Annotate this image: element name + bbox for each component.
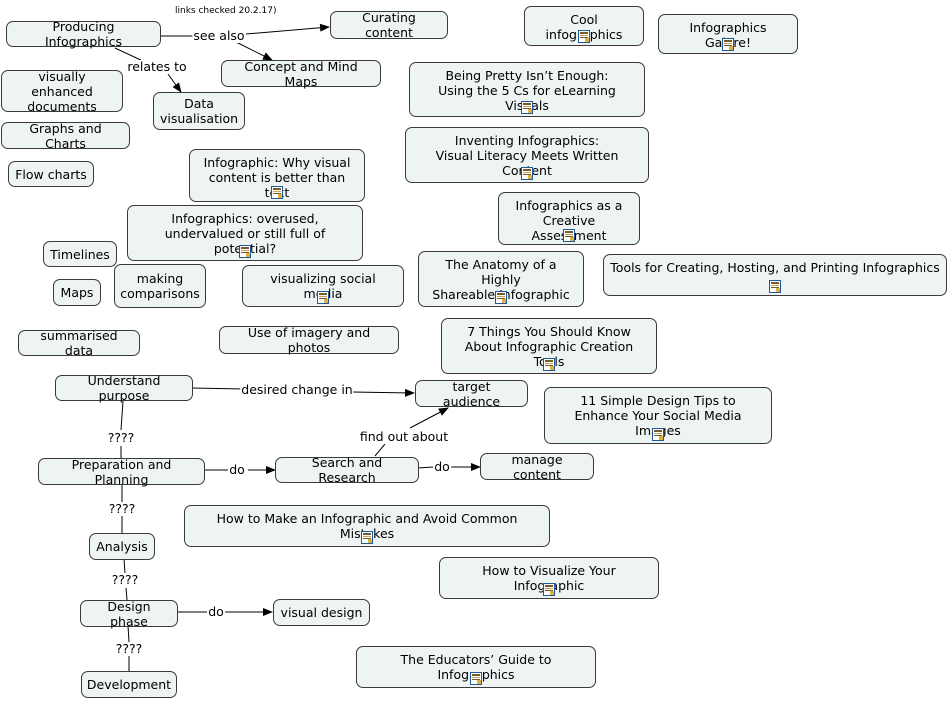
link-do-2: do	[433, 459, 451, 474]
resource-social-media[interactable]: visualizing social media	[242, 265, 404, 307]
edge-analysis-q3	[123, 558, 126, 574]
edge-understand-desired	[191, 387, 244, 390]
document-icon[interactable]	[239, 245, 251, 258]
resource-title: The Educators’ Guide to Infographics	[400, 652, 552, 682]
links-checked-note: links checked 20.2.17)	[175, 6, 277, 16]
document-icon[interactable]	[521, 167, 533, 180]
resource-title: 7 Things You Should Know About Infograph…	[464, 324, 634, 369]
node-summarised-data[interactable]: summarised data	[18, 328, 140, 358]
resource-title: Being Pretty Isn’t Enough: Using the 5 C…	[438, 68, 616, 113]
link-do-3: do	[207, 604, 225, 619]
node-search-research[interactable]: Search and Research	[275, 455, 419, 485]
link-do-1: do	[228, 462, 246, 477]
edge-search-do2	[417, 466, 434, 469]
document-icon[interactable]	[563, 229, 575, 242]
link-see-also: see also	[192, 28, 246, 43]
node-making-comparisons[interactable]: making comparisons	[114, 264, 206, 308]
resource-title: 11 Simple Design Tips to Enhance Your So…	[574, 393, 742, 438]
edge-producing-relates	[114, 47, 146, 63]
resource-title: visualizing social media	[270, 271, 376, 301]
resource-seven-things[interactable]: 7 Things You Should Know About Infograph…	[441, 318, 657, 374]
resource-how-to-visualize[interactable]: How to Visualize Your Infographic	[439, 557, 659, 599]
node-use-of-imagery[interactable]: Use of imagery and photos	[219, 325, 399, 355]
link-q4: ????	[114, 641, 144, 656]
node-graphs-charts[interactable]: Graphs and Charts	[1, 121, 130, 151]
resource-title: The Anatomy of a Highly Shareable Infogr…	[432, 257, 570, 302]
document-icon[interactable]	[769, 280, 781, 293]
resource-overused[interactable]: Infographics: overused, undervalued or s…	[127, 205, 363, 261]
node-design-phase[interactable]: Design phase	[80, 599, 178, 629]
node-curating-content[interactable]: Curating content	[330, 10, 448, 40]
edge-relates-datavis	[167, 73, 182, 93]
link-q2: ????	[107, 501, 137, 516]
node-concept-mind-maps[interactable]: Concept and Mind Maps	[221, 59, 381, 89]
link-q1: ????	[106, 430, 136, 445]
edge-search-find	[374, 443, 386, 457]
node-analysis[interactable]: Analysis	[89, 533, 155, 560]
document-icon[interactable]	[652, 428, 664, 441]
node-manage-content[interactable]: manage content	[480, 452, 594, 482]
link-desired-change-in: desired change in	[240, 382, 354, 397]
edge-seealso-curating	[245, 23, 330, 35]
node-visually-enhanced-documents[interactable]: visually enhanced documents	[1, 69, 123, 114]
document-icon[interactable]	[361, 531, 373, 544]
document-icon[interactable]	[722, 38, 734, 51]
document-icon[interactable]	[578, 30, 590, 43]
resource-tools[interactable]: Tools for Creating, Hosting, and Printin…	[603, 254, 947, 296]
document-icon[interactable]	[543, 583, 555, 596]
edge-understand-q1	[120, 400, 124, 431]
node-development[interactable]: Development	[81, 671, 177, 698]
link-q3: ????	[110, 572, 140, 587]
document-icon[interactable]	[271, 186, 283, 199]
link-relates-to: relates to	[126, 59, 188, 74]
document-icon[interactable]	[317, 291, 329, 304]
resource-title: How to Make an Infographic and Avoid Com…	[216, 511, 518, 541]
resource-educators-guide[interactable]: The Educators’ Guide to Infographics	[356, 646, 596, 688]
node-understand-purpose[interactable]: Understand purpose	[55, 373, 193, 403]
node-timelines[interactable]: Timelines	[43, 241, 117, 267]
resource-title: Tools for Creating, Hosting, and Printin…	[610, 260, 940, 275]
edge-desired-target	[351, 388, 415, 397]
node-target-audience[interactable]: target audience	[415, 379, 528, 409]
edge-q3-design	[125, 587, 128, 601]
edge-find-target	[409, 407, 449, 429]
resource-why-visual[interactable]: Infographic: Why visual content is bette…	[189, 149, 365, 202]
node-maps[interactable]: Maps	[53, 279, 101, 306]
document-icon[interactable]	[470, 672, 482, 685]
node-visual-design[interactable]: visual design	[273, 599, 370, 626]
resource-anatomy[interactable]: The Anatomy of a Highly Shareable Infogr…	[418, 251, 584, 307]
node-flow-charts[interactable]: Flow charts	[8, 161, 94, 187]
resource-cool-infographics[interactable]: Cool infographics	[524, 6, 644, 46]
edge-design-q4	[127, 625, 130, 643]
document-icon[interactable]	[543, 358, 555, 371]
resource-infographics-galore[interactable]: Infographics Galore!	[658, 14, 798, 54]
document-icon[interactable]	[521, 101, 533, 114]
resource-inventing-infographics[interactable]: Inventing Infographics: Visual Literacy …	[405, 127, 649, 183]
link-find-out-about: find out about	[358, 429, 450, 444]
document-icon[interactable]	[495, 291, 507, 304]
node-producing-infographics[interactable]: Producing Infographics	[6, 19, 161, 49]
resource-eleven-tips[interactable]: 11 Simple Design Tips to Enhance Your So…	[544, 387, 772, 444]
resource-how-to-make[interactable]: How to Make an Infographic and Avoid Com…	[184, 505, 550, 547]
resource-title: Infographics: overused, undervalued or s…	[164, 211, 326, 256]
resource-title: Inventing Infographics: Visual Literacy …	[435, 133, 619, 178]
resource-creative-assessment[interactable]: Infographics as a Creative Assessment	[498, 192, 640, 245]
node-preparation-planning[interactable]: Preparation and Planning	[38, 457, 205, 487]
node-data-visualisation[interactable]: Data visualisation	[153, 92, 245, 130]
edge-seealso-concept	[235, 41, 273, 61]
resource-being-pretty[interactable]: Being Pretty Isn’t Enough: Using the 5 C…	[409, 62, 645, 117]
resource-title: Infographic: Why visual content is bette…	[203, 155, 351, 200]
